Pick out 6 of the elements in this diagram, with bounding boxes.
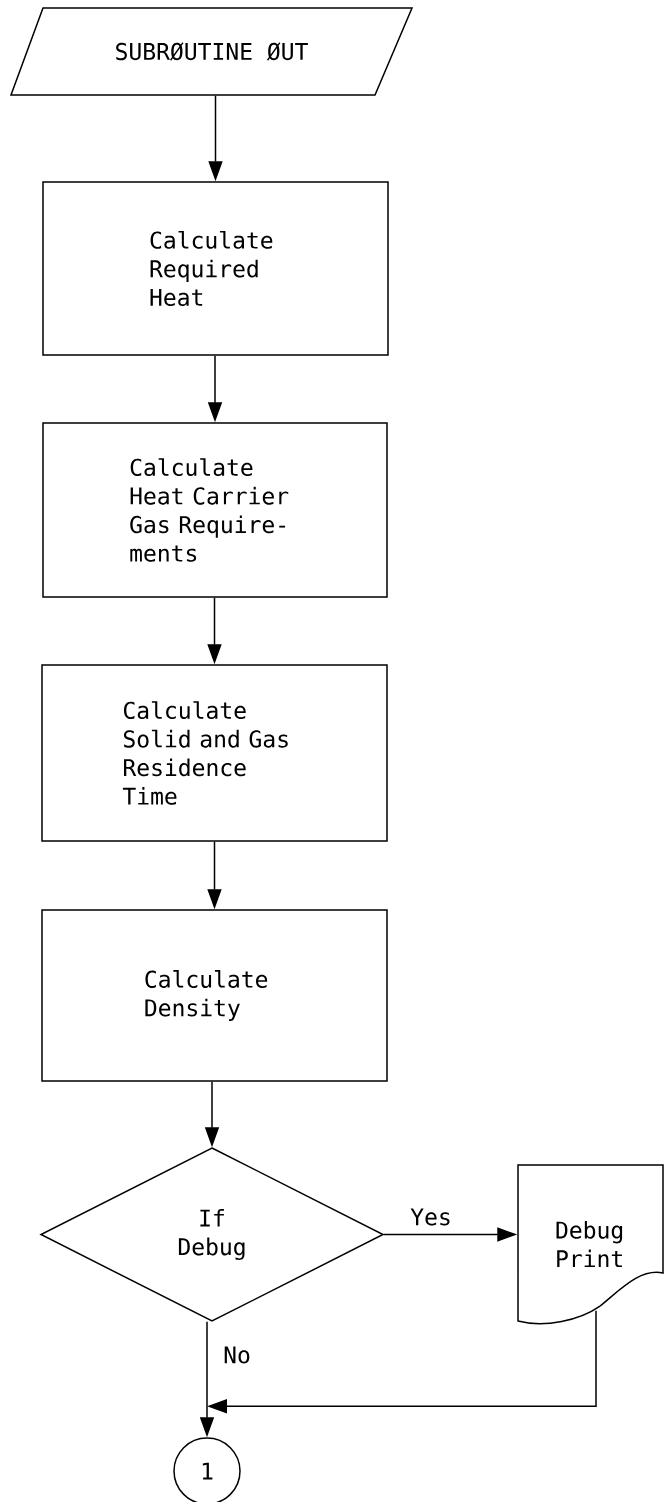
process-box: Calculate Density xyxy=(41,909,388,1082)
process-box: Calculate Required Heat xyxy=(42,181,389,356)
edge-label: Yes xyxy=(409,1207,453,1227)
edge-label: No xyxy=(222,1345,252,1365)
process-box: Calculate Solid and Gas Residence Time xyxy=(41,664,388,842)
process-box: Calculate Heat Carrier Gas Require- ments xyxy=(42,422,388,598)
